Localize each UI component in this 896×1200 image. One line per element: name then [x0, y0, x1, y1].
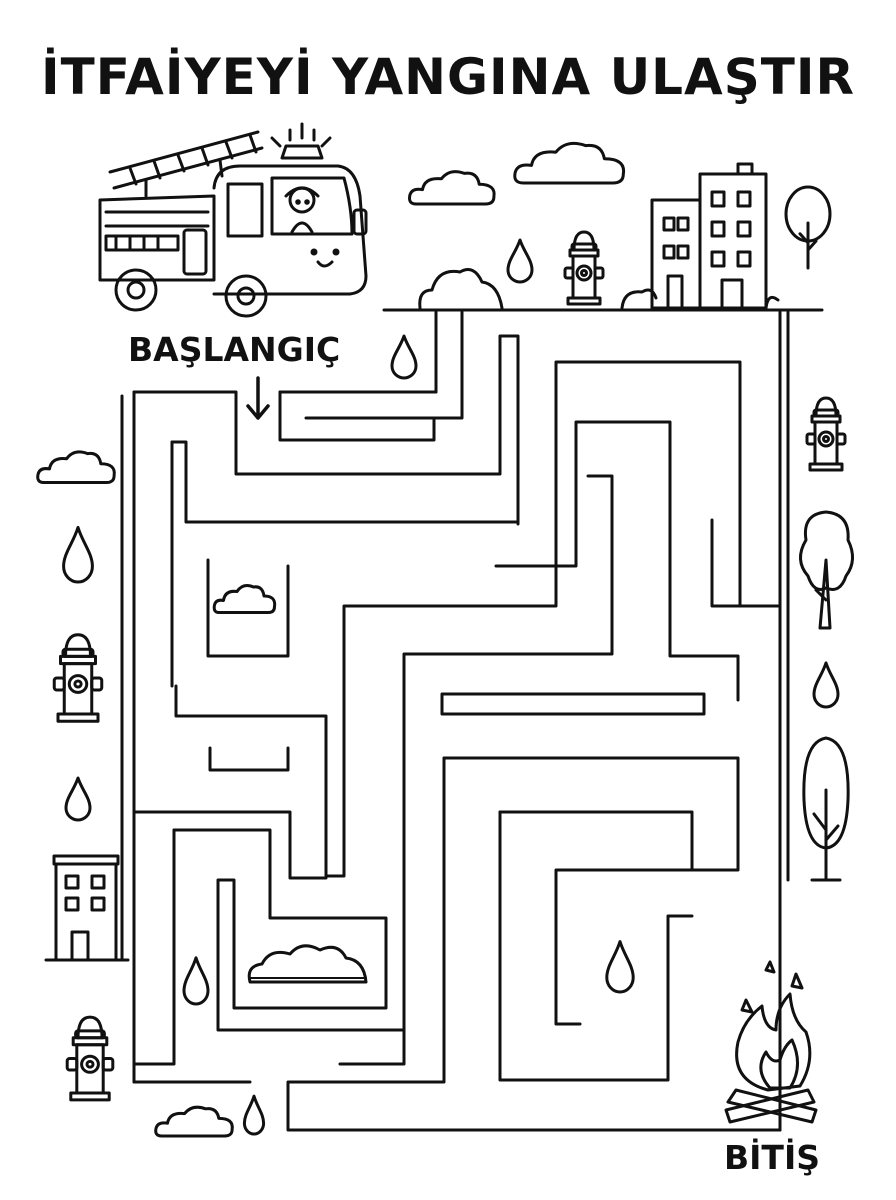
cloud-icon: [154, 1105, 234, 1138]
tree-icon: [784, 185, 832, 270]
maze: [122, 312, 788, 1130]
cloud-icon: [36, 450, 116, 484]
bush-icon: [420, 270, 502, 308]
right-scenery: [726, 396, 853, 1122]
top-scenery: [384, 143, 832, 310]
cloud-icon: [249, 946, 366, 982]
finish-label: BİTİŞ: [724, 1138, 820, 1177]
water-drop-icon: [812, 661, 840, 709]
fire-truck-icon: [100, 124, 366, 316]
bush-icon: [766, 297, 778, 308]
hydrant-icon: [52, 632, 104, 724]
hydrant-icon: [65, 1015, 115, 1102]
page-title: İTFAİYEYİ YANGINA ULAŞTIR: [41, 48, 855, 106]
start-arrow-icon: [248, 378, 268, 418]
water-drop-icon: [390, 334, 418, 380]
water-drop-icon: [61, 525, 95, 584]
water-drop-icon: [64, 776, 92, 822]
bush-icon: [622, 290, 656, 308]
water-drop-icon: [604, 939, 636, 994]
cloud-icon: [407, 170, 496, 206]
start-label: BAŞLANGIÇ: [128, 330, 341, 369]
water-drop-icon: [182, 956, 210, 1006]
cloud-icon: [515, 143, 624, 183]
tree-icon: [804, 738, 848, 880]
building-icon: [652, 164, 766, 308]
water-drop-icon: [506, 238, 534, 284]
campfire-icon: [726, 962, 816, 1122]
water-drop-icon: [243, 1094, 265, 1136]
left-scenery: [36, 450, 265, 1138]
building-icon: [46, 856, 128, 960]
hydrant-icon: [563, 230, 605, 306]
tree-icon: [800, 512, 852, 628]
hydrant-icon: [805, 396, 847, 472]
cloud-icon: [213, 584, 276, 614]
